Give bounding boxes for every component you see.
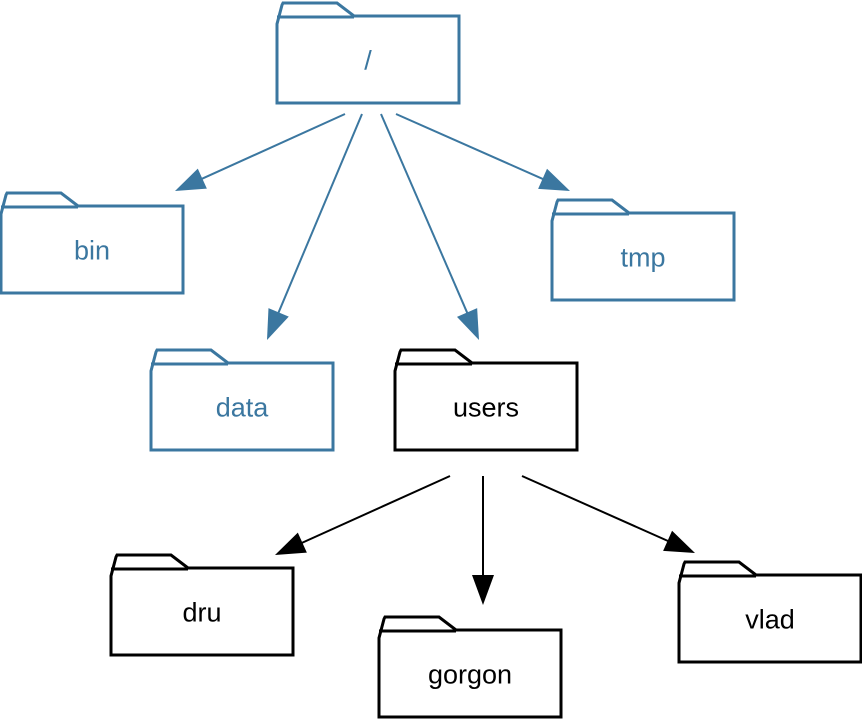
folder-users: users — [393, 348, 579, 452]
folder-label: dru — [182, 598, 221, 628]
arrow-root-users — [380, 113, 479, 340]
arrow-line — [521, 475, 670, 543]
folder-label: data — [216, 393, 270, 423]
arrow-root-bin — [175, 113, 346, 191]
folder-gorgon: gorgon — [377, 615, 563, 719]
folder-icon — [109, 553, 295, 657]
arrowhead — [456, 308, 479, 340]
arrowhead — [275, 532, 307, 555]
arrow-line — [380, 113, 469, 315]
arrow-users-vlad — [521, 475, 695, 553]
folder-label: users — [453, 393, 519, 423]
arrow-root-tmp — [395, 113, 570, 191]
arrowhead — [472, 575, 494, 605]
folder-icon — [149, 348, 335, 452]
folder-icon — [393, 348, 579, 452]
folder-label: bin — [74, 236, 110, 266]
arrow-root-data — [267, 113, 363, 340]
arrowhead — [538, 168, 570, 191]
folder-data: data — [149, 348, 335, 452]
arrow-users-dru — [275, 475, 451, 555]
arrow-line — [395, 113, 545, 181]
folder-label: gorgon — [428, 660, 512, 690]
arrowhead — [663, 530, 695, 553]
arrow-line — [276, 113, 363, 315]
folder-vlad: vlad — [677, 560, 862, 664]
folder-root: / — [275, 1, 461, 105]
arrowhead — [267, 308, 289, 340]
folder-dru: dru — [109, 553, 295, 657]
folder-label: tmp — [620, 243, 665, 273]
folder-icon — [550, 198, 736, 302]
folder-icon — [377, 615, 563, 719]
edges — [175, 113, 695, 605]
arrow-line — [300, 475, 451, 545]
folder-label: vlad — [745, 605, 795, 635]
folder-icon — [275, 1, 461, 105]
folder-icon — [677, 560, 862, 664]
folder-icon — [0, 191, 185, 295]
arrow-line — [200, 113, 346, 181]
folder-bin: bin — [0, 191, 185, 295]
arrowhead — [175, 168, 207, 191]
folder-tmp: tmp — [550, 198, 736, 302]
folder-label: / — [364, 46, 372, 76]
arrow-users-gorgon — [472, 476, 494, 605]
